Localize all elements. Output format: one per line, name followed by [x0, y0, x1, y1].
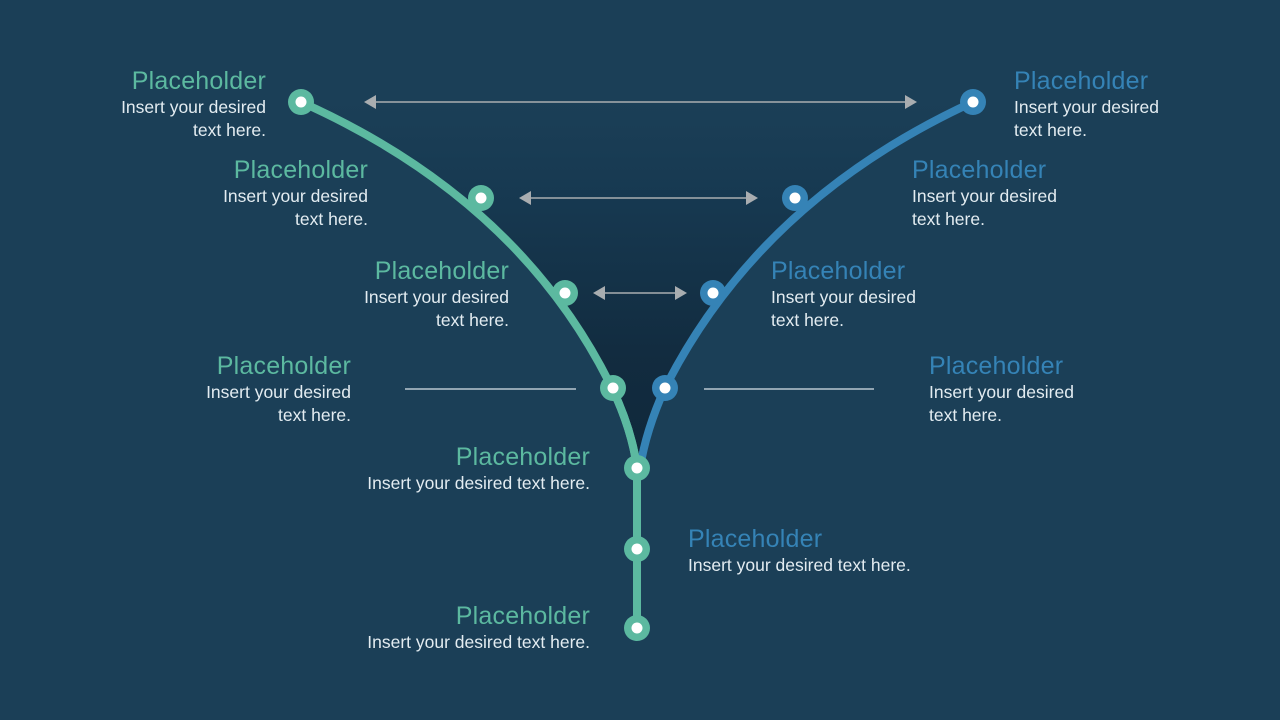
- circle-node-icon: [782, 185, 808, 211]
- label-description: Insert your desired text here.: [1014, 97, 1159, 140]
- label-left-3: Placeholder Insert your desired text her…: [364, 256, 509, 332]
- circle-node-icon: [960, 89, 986, 115]
- circle-node-icon: [600, 375, 626, 401]
- blue-branch-line: [636, 98, 977, 472]
- circle-node-icon: [624, 455, 650, 481]
- label-left-5: Placeholder Insert your desired text her…: [367, 442, 590, 495]
- label-left-4: Placeholder Insert your desired text her…: [206, 351, 351, 427]
- label-description: Insert your desired text here.: [206, 382, 351, 425]
- circle-node-icon: [468, 185, 494, 211]
- label-description: Insert your desired text here.: [223, 186, 368, 229]
- label-title: Placeholder: [455, 443, 590, 471]
- label-title: Placeholder: [233, 156, 368, 184]
- label-right-4: Placeholder Insert your desired text her…: [929, 351, 1074, 427]
- label-left-2: Placeholder Insert your desired text her…: [223, 155, 368, 231]
- label-right-1: Placeholder Insert your desired text her…: [1014, 66, 1159, 142]
- label-description: Insert your desired text here.: [929, 382, 1074, 425]
- label-title: Placeholder: [374, 257, 509, 285]
- label-description: Insert your desired text here.: [367, 632, 590, 652]
- circle-node-icon: [624, 536, 650, 562]
- circle-node-icon: [652, 375, 678, 401]
- circle-node-icon: [700, 280, 726, 306]
- double-arrow-icon: [364, 95, 917, 109]
- circle-node-icon: [552, 280, 578, 306]
- label-title: Placeholder: [912, 156, 1047, 184]
- label-right-2: Placeholder Insert your desired text her…: [912, 155, 1057, 231]
- label-title: Placeholder: [1014, 67, 1149, 95]
- label-description: Insert your desired text here.: [367, 473, 590, 493]
- label-description: Insert your desired text here.: [688, 555, 911, 575]
- label-title: Placeholder: [771, 257, 906, 285]
- circle-node-icon: [624, 615, 650, 641]
- label-description: Insert your desired text here.: [912, 186, 1057, 229]
- label-description: Insert your desired text here.: [771, 287, 916, 330]
- circle-node-icon: [288, 89, 314, 115]
- label-title: Placeholder: [929, 352, 1064, 380]
- label-left-6: Placeholder Insert your desired text her…: [367, 601, 590, 654]
- label-description: Insert your desired text here.: [364, 287, 509, 330]
- double-arrow-icon: [593, 286, 687, 300]
- label-description: Insert your desired text here.: [121, 97, 266, 140]
- double-arrow-icon: [519, 191, 758, 205]
- label-left-1: Placeholder Insert your desired text her…: [121, 66, 266, 142]
- label-title: Placeholder: [131, 67, 266, 95]
- label-right-5: Placeholder Insert your desired text her…: [688, 524, 911, 577]
- label-right-3: Placeholder Insert your desired text her…: [771, 256, 916, 332]
- label-title: Placeholder: [455, 602, 590, 630]
- label-title: Placeholder: [216, 352, 351, 380]
- label-title: Placeholder: [688, 525, 823, 553]
